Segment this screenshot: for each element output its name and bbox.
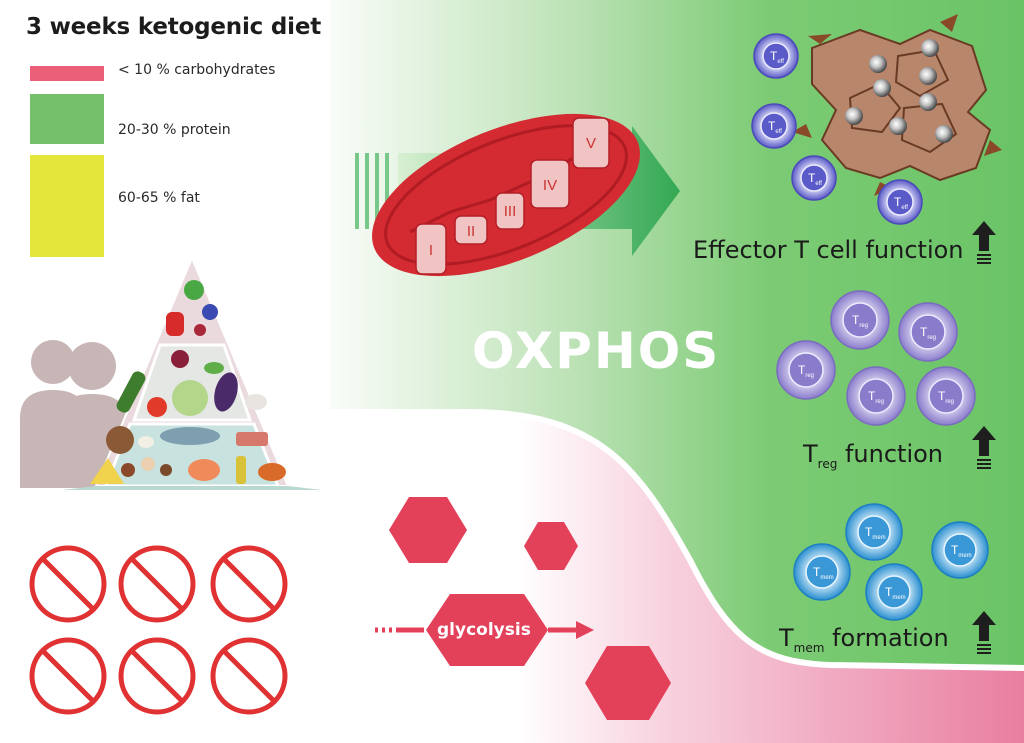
tmem-cell — [865, 563, 923, 621]
forbidden-bread-icon — [32, 548, 104, 620]
forbidden-corn-icon — [32, 640, 104, 712]
treg-cell — [846, 366, 906, 426]
legend-swatch-protein — [30, 94, 104, 144]
oxphos-label: OXPHOS — [472, 322, 721, 380]
cell-label: Teff — [808, 171, 822, 187]
cell-label: Treg — [938, 389, 954, 405]
complex-label-v: V — [586, 135, 596, 152]
treg-prefix: T — [803, 440, 818, 468]
legend-swatch-fat — [30, 155, 104, 257]
forbidden-potato-icon — [121, 548, 193, 620]
tmem-cell — [845, 503, 903, 561]
complex-label-iii: III — [504, 203, 517, 220]
treg-subscript: reg — [817, 456, 838, 471]
complex-box — [572, 117, 610, 169]
complex-label-ii: II — [467, 223, 475, 240]
forbidden-wine-bottle-icon — [213, 548, 285, 620]
page-title: 3 weeks ketogenic diet — [26, 14, 322, 40]
legend-label-fat: 60-65 % fat — [118, 190, 200, 206]
forbidden-sugar-bowl-icon — [121, 640, 193, 712]
cell-label: Treg — [868, 389, 884, 405]
food-pyramid-icon — [62, 255, 322, 490]
region-divider — [300, 409, 1024, 671]
treg-cell — [776, 340, 836, 400]
tmem-formation-label: Tmem formation — [779, 624, 949, 655]
treg-cell — [898, 302, 958, 362]
complex-label-iv: IV — [543, 177, 557, 194]
cell-label: Treg — [798, 363, 814, 379]
glucose-hexagon — [585, 646, 671, 720]
legend-label-protein: 20-30 % protein — [118, 122, 231, 138]
treg-function-label: Treg function — [803, 440, 943, 471]
cell-label: Tmem — [951, 543, 972, 559]
cell-label: Tmem — [813, 565, 834, 581]
complex-box — [454, 215, 488, 245]
complex-box — [530, 159, 570, 209]
tmem-subscript: mem — [793, 640, 825, 655]
tmem-prefix: T — [779, 624, 794, 652]
cell-labels: Teff Teff Teff Teff Treg Treg Treg Treg … — [768, 49, 972, 601]
cell-label: Teff — [768, 119, 782, 135]
effector-function-label: Effector T cell function — [693, 236, 964, 264]
tmem-suffix: formation — [824, 624, 949, 652]
cell-label: Tmem — [865, 525, 886, 541]
glycolysis-arrow — [375, 594, 594, 666]
complex-box — [495, 192, 525, 230]
glycolysis-label: glycolysis — [437, 620, 531, 640]
treg-suffix: function — [837, 440, 944, 468]
legend-label-carbohydrates: < 10 % carbohydrates — [118, 62, 276, 78]
cell-label: Treg — [920, 325, 936, 341]
forbidden-foods — [32, 548, 285, 712]
treg-cell — [916, 366, 976, 426]
complex-label-i: I — [429, 242, 433, 259]
people-silhouette-icon — [20, 340, 128, 488]
glucose-hexagon — [524, 522, 578, 570]
glucose-hexagon — [389, 497, 467, 563]
glucose-hexagons — [389, 497, 671, 720]
treg-cell — [830, 290, 890, 350]
legend-swatch-carbohydrates — [30, 66, 104, 81]
tmem-cell — [931, 521, 989, 579]
complex-box — [415, 223, 447, 275]
tmem-cell — [793, 543, 851, 601]
cell-label: Teff — [894, 195, 908, 211]
cell-label: Treg — [852, 313, 868, 329]
forbidden-cupcake-icon — [213, 640, 285, 712]
mitochondrion-icon: I II III IV V — [372, 113, 640, 277]
tumor-cells — [792, 14, 1002, 196]
cell-label: Teff — [770, 49, 784, 65]
cell-label: Tmem — [885, 585, 906, 601]
